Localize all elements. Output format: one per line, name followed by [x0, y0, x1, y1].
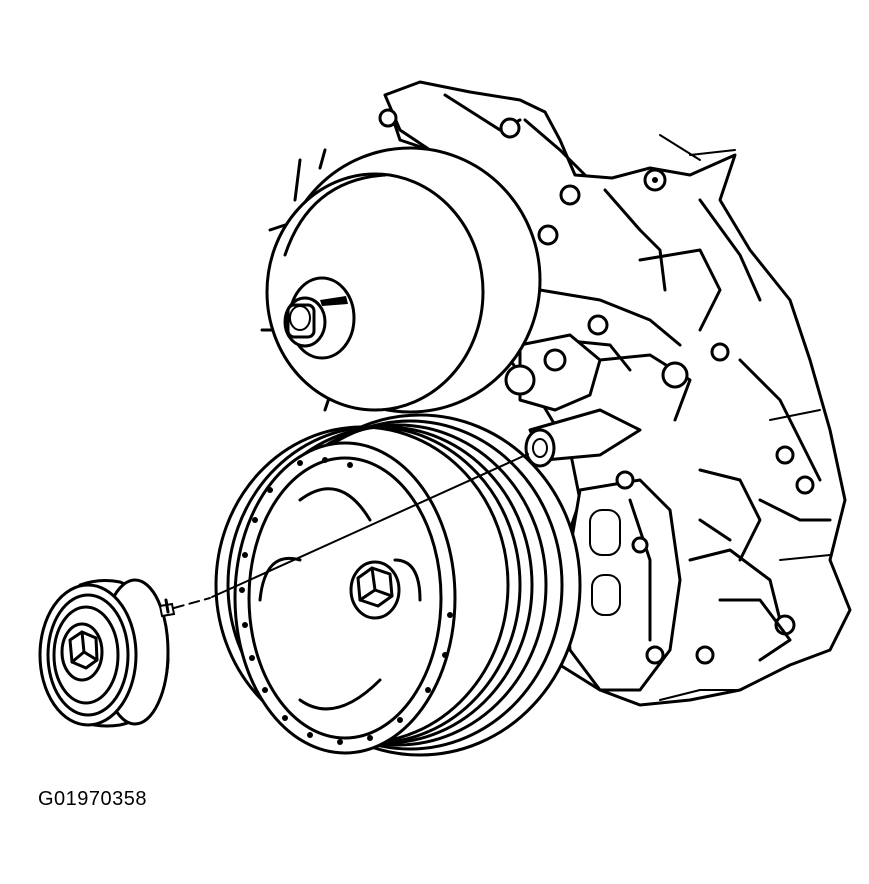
balancer-bolt-holes [239, 457, 453, 745]
crankshaft-balancer-pulley [214, 413, 582, 757]
figure-caption: G01970358 [38, 788, 148, 810]
assembly-alignment-line [173, 453, 529, 609]
engine-block [378, 80, 852, 707]
idler-pulley [38, 578, 176, 728]
upper-accessory-pulley [260, 146, 542, 414]
